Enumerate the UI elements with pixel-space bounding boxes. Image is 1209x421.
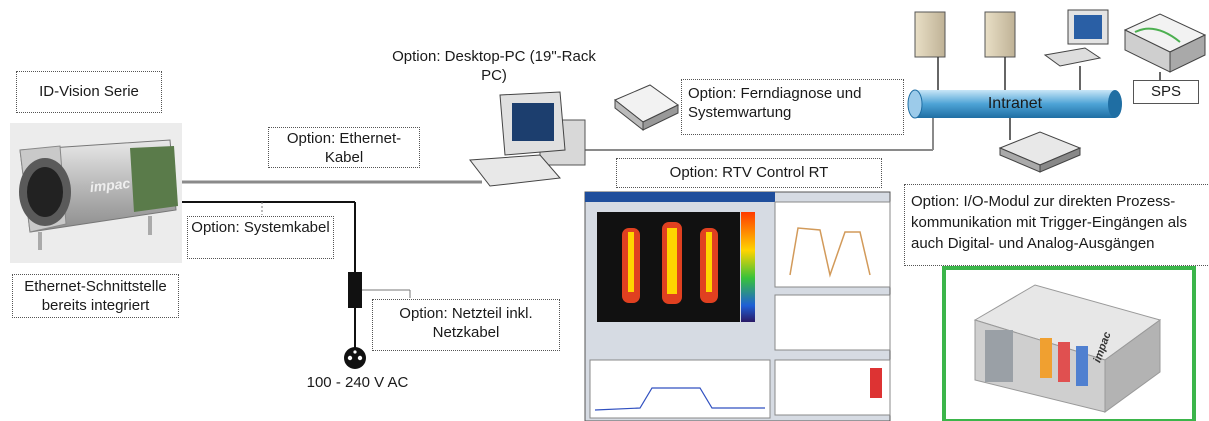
- io-module-image: [942, 266, 1196, 421]
- sps-label: SPS: [1133, 80, 1199, 104]
- sps-controller-icon: [1123, 13, 1207, 73]
- ethernet-cable-label: Option: Ethernet-Kabel: [268, 127, 420, 168]
- power-supply-label: Option: Netzteil inkl. Netzkabel: [372, 299, 560, 351]
- remote-diagnosis-label: Option: Ferndiagnose und Systemwartung: [681, 79, 904, 135]
- server-icon: [914, 9, 1109, 67]
- ethernet-interface-label: Ethernet-Schnittstelle bereits integrier…: [12, 274, 179, 318]
- intranet-label: Intranet: [987, 95, 1043, 112]
- rtv-control-label: Option: RTV Control RT: [616, 158, 882, 188]
- rtv-software-screenshot: [584, 191, 891, 421]
- power-supply: [348, 272, 362, 308]
- ethernet-cable: [180, 118, 934, 184]
- desktop-pc-icon: [469, 91, 586, 187]
- id-vision-label: ID-Vision Serie: [16, 71, 162, 113]
- system-cable: [180, 201, 356, 350]
- camera-image: [10, 123, 182, 263]
- desktop-pc-label: Option: Desktop-PC (19"-Rack PC): [392, 48, 596, 84]
- power-plug-icon: [344, 347, 366, 369]
- network-switch-icon: [998, 131, 1082, 173]
- io-module-label: Option: I/O-Modul zur direkten Prozess-k…: [904, 184, 1209, 266]
- voltage-label: 100 - 240 V AC: [306, 374, 409, 391]
- system-cable-label: Option: Systemkabel: [187, 216, 334, 259]
- intranet-bus: [907, 89, 1122, 119]
- remote-diagnosis-device: [614, 84, 679, 132]
